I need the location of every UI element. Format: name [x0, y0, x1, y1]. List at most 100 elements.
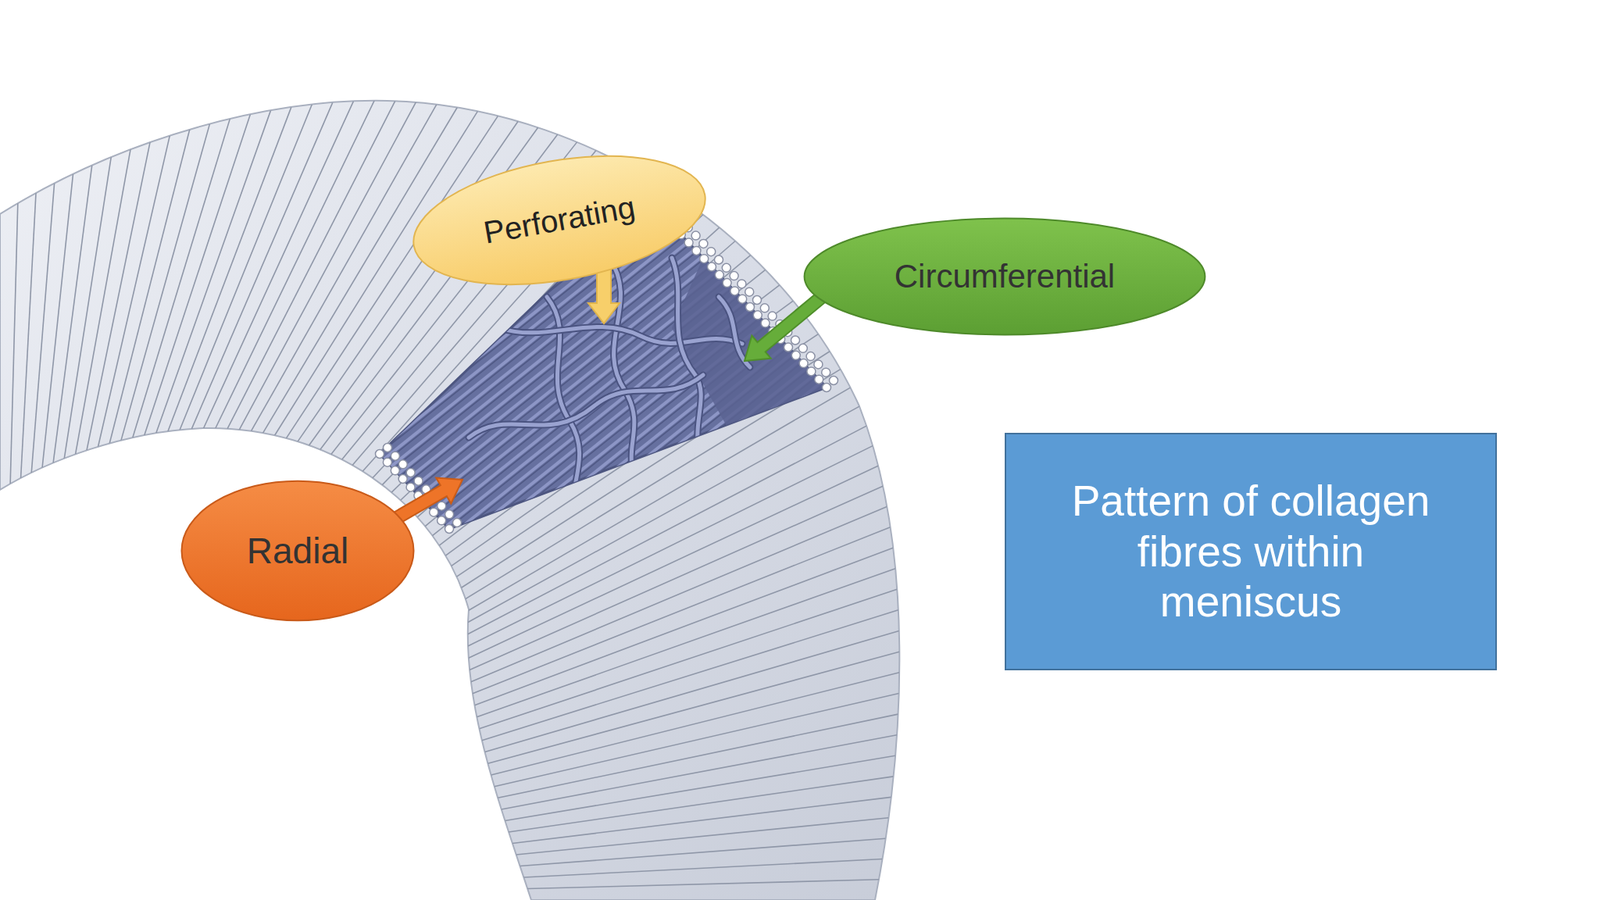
fiber-end [814, 375, 824, 384]
fiber-end [382, 457, 392, 467]
node-label: Radial [246, 529, 349, 572]
surface-fiber [75, 149, 131, 454]
circumferential-fiber [381, 101, 929, 540]
surface-fiber [482, 610, 899, 741]
fiber-end [784, 342, 793, 352]
circumferential-fiber-shade [521, 292, 1068, 731]
circumferential-callout: Circumferential [802, 217, 1208, 336]
fiber-end [821, 367, 831, 377]
fiber-end [760, 303, 769, 313]
fiber-end [814, 360, 823, 369]
box-outline [1005, 433, 1497, 670]
circumferential-fiber [222, 0, 770, 329]
circumferential-fiber [514, 280, 1062, 718]
surface-fiber [516, 817, 890, 855]
surface-fibers [10, 100, 900, 890]
fiber-end [721, 263, 731, 272]
circumferential-fiber [392, 117, 940, 556]
fiber-end [829, 376, 839, 386]
surface-fiber [167, 107, 292, 432]
fiber-end [390, 451, 400, 461]
surface-fiber [86, 142, 150, 450]
surface-fiber [251, 104, 437, 432]
cross-section-detail [192, 0, 1099, 772]
surface-fiber [31, 183, 54, 473]
fiber-end [806, 352, 815, 361]
circumferential-fiber [527, 296, 1075, 735]
fiber-end [398, 475, 408, 484]
fiber-end [700, 254, 709, 264]
surface-fiber [472, 527, 891, 694]
fiber-end [414, 476, 423, 486]
fiber-end [398, 460, 408, 469]
circumferential-fiber [509, 272, 1057, 711]
circumferential-fiber-shade [375, 97, 922, 536]
circumferential-fiber [326, 28, 874, 467]
fiber-end [375, 450, 385, 459]
circumferential-fiber [332, 36, 879, 475]
circumferential-fiber [387, 110, 935, 548]
circumferential-fiber-shade [326, 32, 874, 471]
fiber-end [684, 238, 693, 247]
surface-fiber [501, 735, 897, 810]
fiber-end [707, 247, 716, 257]
surface-fiber [64, 157, 111, 459]
surface-fiber [474, 547, 893, 706]
surface-fiber [469, 485, 883, 670]
fiber-end [714, 255, 724, 265]
circumferential-fiber-shade [381, 105, 929, 543]
radial-callout: Radial [180, 479, 415, 622]
fiber-end [730, 286, 740, 296]
fiber-end [807, 367, 816, 376]
surface-fiber [523, 859, 883, 878]
inner-edge [0, 428, 532, 900]
circumferential-fiber [521, 289, 1068, 727]
fiber-end [383, 443, 393, 453]
fiber-end [445, 510, 454, 519]
fiber-end [390, 466, 400, 475]
fiber-end [453, 518, 462, 528]
circumferential-fiber-shade [423, 162, 971, 600]
fiber-end [437, 501, 447, 511]
surface-fiber [263, 107, 458, 433]
surface-fiber [121, 124, 210, 441]
surface-fiber [21, 192, 36, 479]
circumferential-fiber [320, 20, 868, 458]
circumferential-fiber [375, 93, 922, 532]
outer-edge [0, 100, 900, 900]
circumferential-fiber-shade [216, 0, 764, 325]
circumferential-fiber [307, 4, 855, 443]
fiber-end [437, 516, 447, 525]
surface-fiber [179, 104, 312, 430]
circumferential-fiber [271, 0, 818, 393]
circumferential-fiber-shade [509, 276, 1057, 715]
fiber-end [767, 311, 777, 321]
fiber-end [722, 278, 732, 288]
fiber-end [822, 383, 832, 393]
fiber-end [692, 246, 701, 255]
circumferential-fiber-shade [514, 284, 1062, 722]
ellipse-outline [804, 218, 1206, 336]
title-box: Pattern of collagen fibres within menisc… [1004, 432, 1497, 671]
circumferential-fiber-shade [392, 121, 940, 560]
node-label: Pattern of collagen fibres within menisc… [1055, 475, 1447, 629]
meniscus-body [0, 100, 900, 900]
surface-fiber [132, 118, 230, 438]
circumferential-fiber-shade [277, 0, 825, 406]
fiber-end [738, 294, 747, 304]
fiber-end [737, 279, 747, 289]
circumferential-fiber [301, 0, 849, 434]
surface-fiber [42, 174, 73, 468]
circumferential-fiber [314, 12, 861, 450]
circumferential-fiber-shade [387, 114, 935, 552]
surface-fiber [491, 672, 900, 775]
surface-fiber [227, 100, 396, 429]
leader-arrows [362, 254, 836, 542]
surface-fiber [527, 879, 879, 890]
circumferential-fiber [399, 126, 947, 565]
circumferential-fibers [192, 0, 1099, 772]
fiber-end [714, 270, 724, 279]
fiber-end [707, 262, 717, 272]
surface-fiber [485, 630, 900, 752]
